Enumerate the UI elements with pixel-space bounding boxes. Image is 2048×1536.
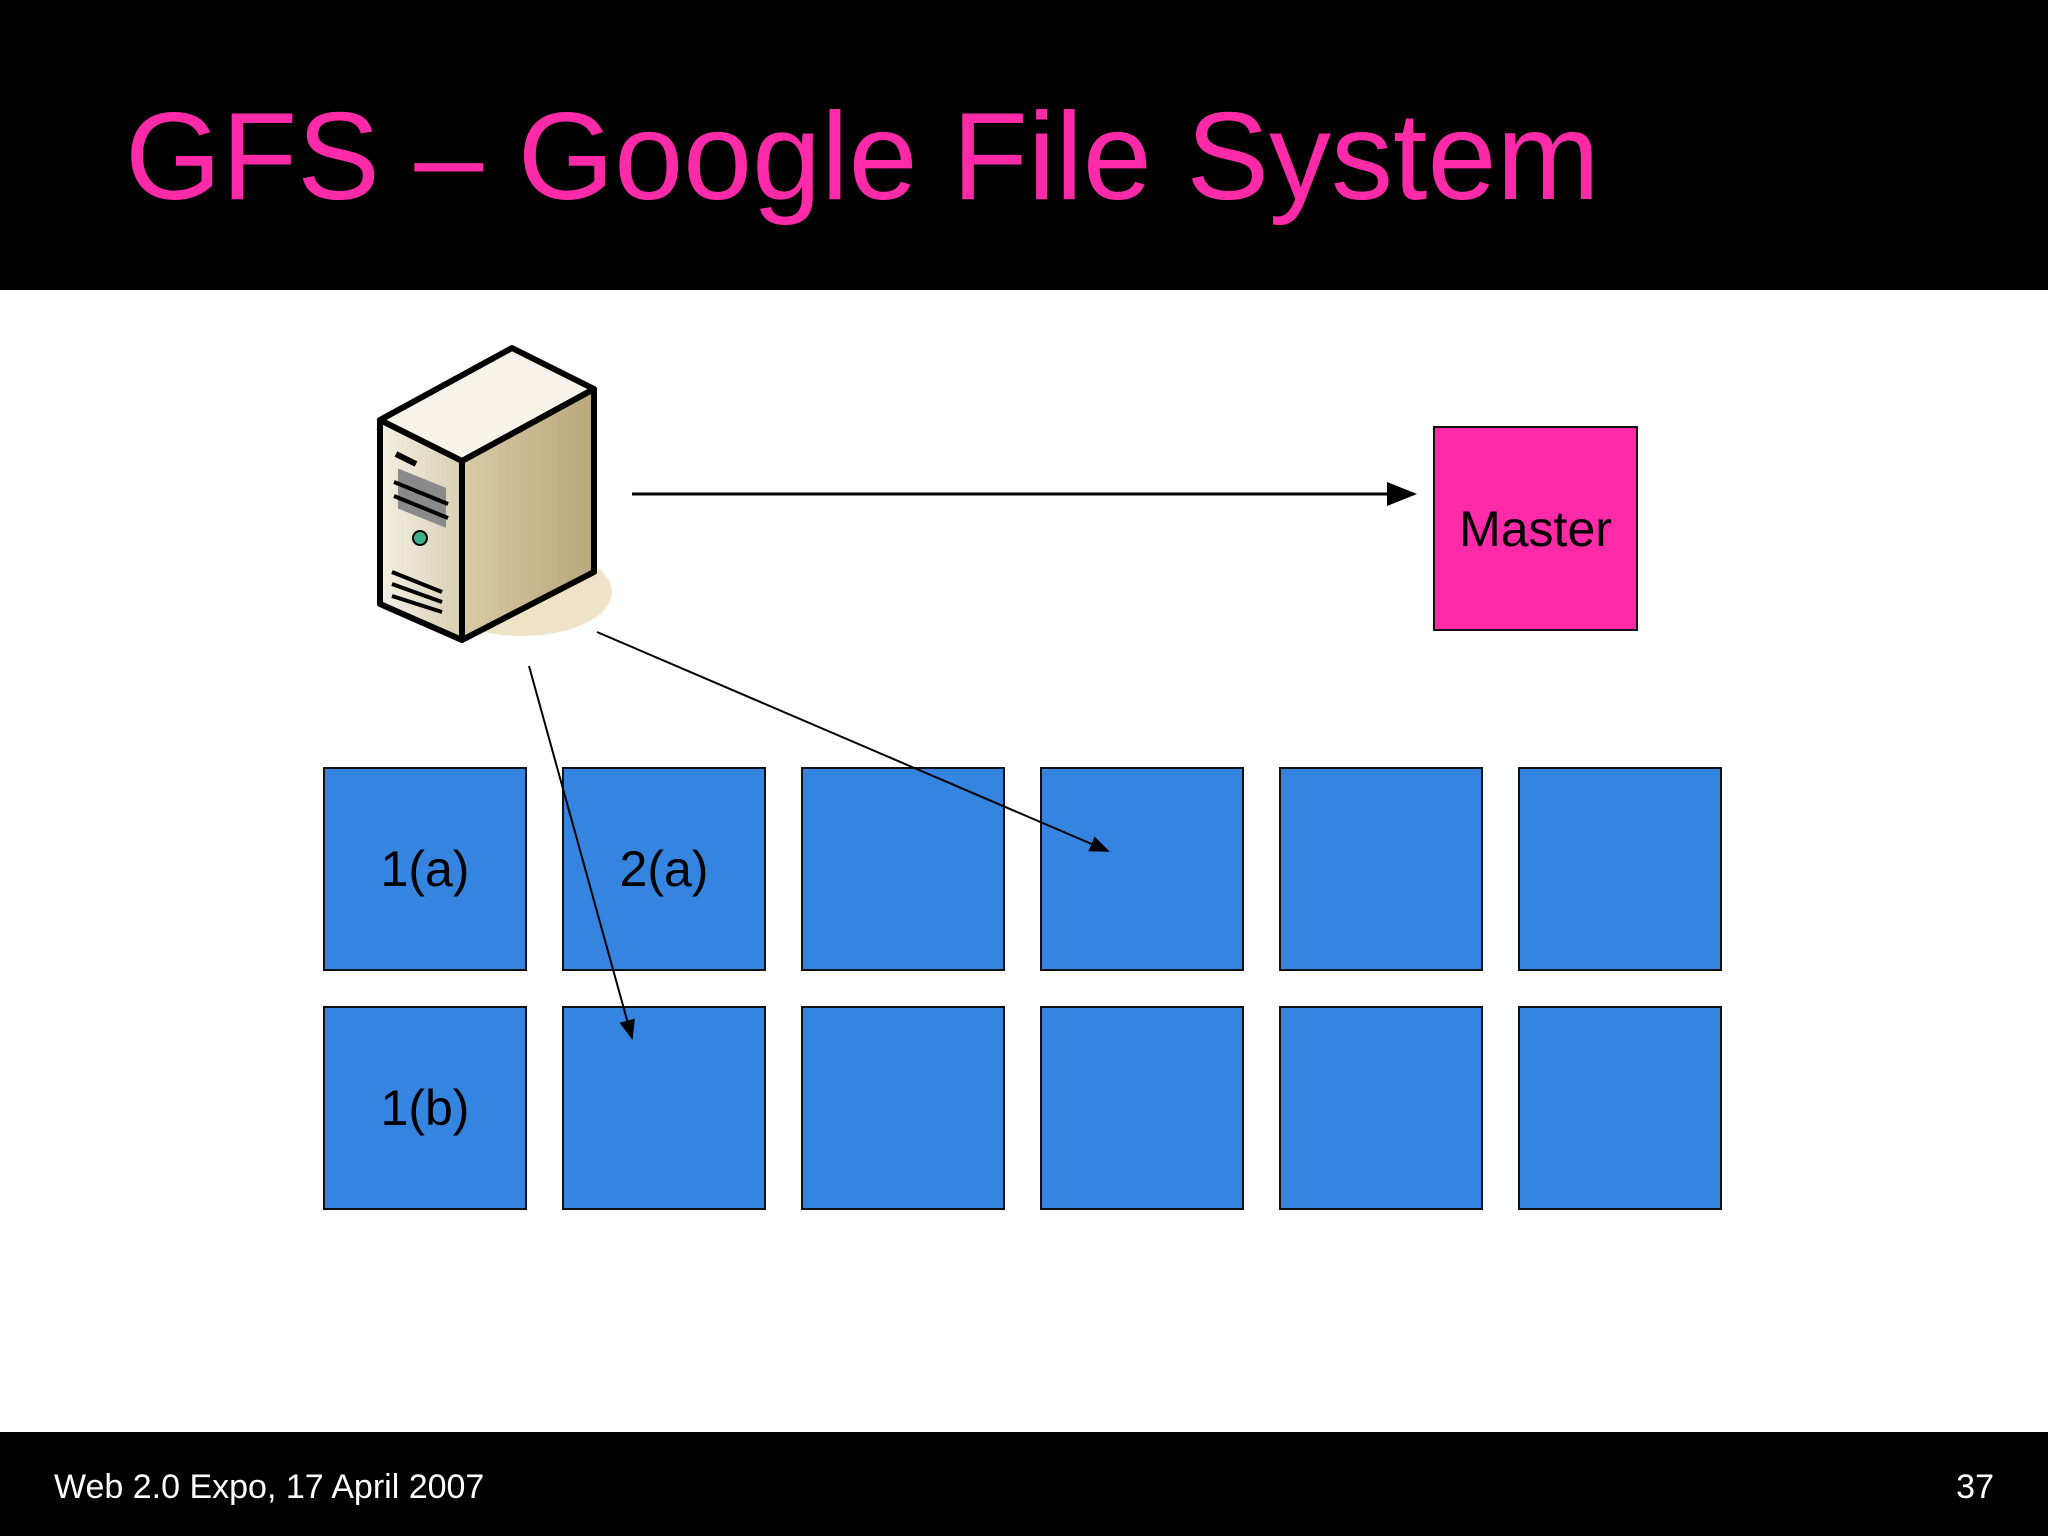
chunk-box (1518, 767, 1722, 971)
footer-bar: Web 2.0 Expo, 17 April 2007 37 (0, 1432, 2048, 1536)
chunk-box (1518, 1006, 1722, 1210)
chunk-box (562, 1006, 766, 1210)
slide-title: GFS – Google File System (125, 88, 1600, 226)
chunk-box: 2(a) (562, 767, 766, 971)
chunk-box: 1(a) (323, 767, 527, 971)
chunk-box (1279, 1006, 1483, 1210)
master-box: Master (1433, 426, 1638, 631)
server-icon (377, 345, 612, 643)
chunk-box (1040, 1006, 1244, 1210)
chunk-box (801, 767, 1005, 971)
chunk-box (1040, 767, 1244, 971)
chunk-box (801, 1006, 1005, 1210)
title-bar: GFS – Google File System (0, 0, 2048, 290)
page-number: 37 (1956, 1468, 1994, 1506)
footer-event-label: Web 2.0 Expo, 17 April 2007 (54, 1468, 485, 1506)
arrow-client-to-chunk-a (596, 631, 1110, 852)
arrow-client-to-chunk-b (528, 665, 635, 1040)
chunk-box: 1(b) (323, 1006, 527, 1210)
chunk-box (1279, 767, 1483, 971)
